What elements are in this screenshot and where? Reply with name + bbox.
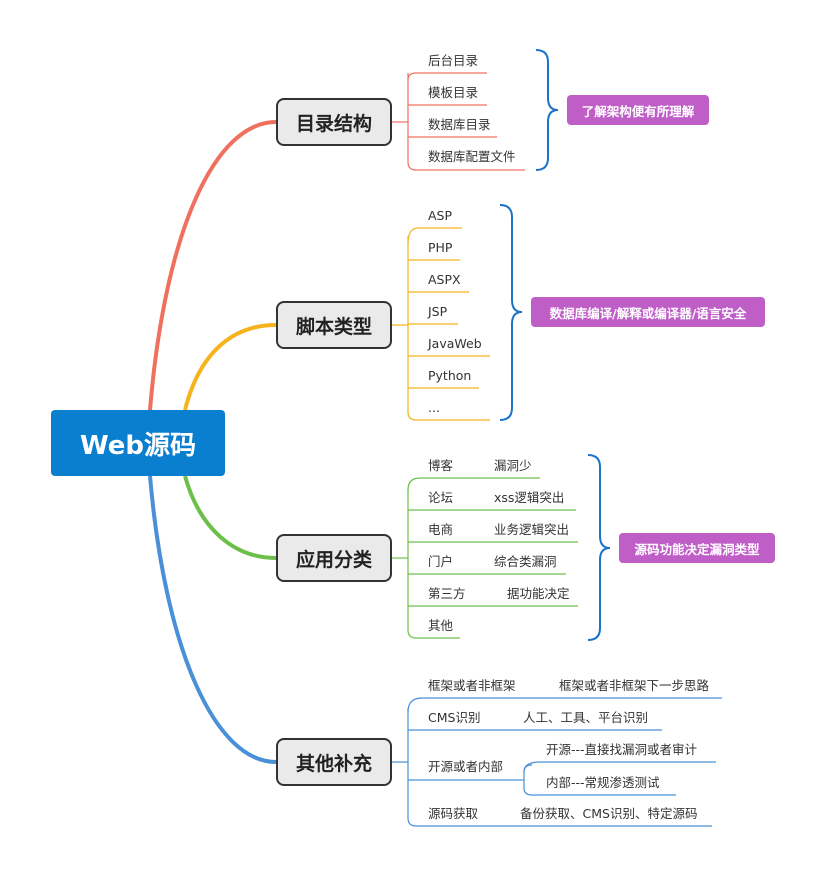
leaf-jsp[interactable]: JSP bbox=[428, 304, 448, 319]
root-node[interactable]: Web源码 bbox=[51, 410, 225, 476]
branch-app-lines bbox=[392, 477, 578, 639]
summary-braces bbox=[499, 49, 611, 641]
leaf-asp[interactable]: ASP bbox=[428, 208, 453, 223]
leaf-other-app[interactable]: 其他 bbox=[428, 618, 454, 633]
leaf-db-config-file[interactable]: 数据库配置文件 bbox=[428, 149, 516, 164]
leaf-internal-sub[interactable]: 内部---常规渗透测试 bbox=[546, 775, 660, 790]
leaf-javaweb[interactable]: JavaWeb bbox=[428, 336, 482, 351]
leaf-php[interactable]: PHP bbox=[428, 240, 453, 255]
summary-app[interactable]: 源码功能决定漏洞类型 bbox=[619, 533, 775, 563]
connector-root-to-dir bbox=[148, 120, 277, 411]
connector-root-to-app bbox=[183, 475, 277, 560]
leaf-cms-identify[interactable]: CMS识别 bbox=[428, 710, 481, 725]
leaf-blog-note[interactable]: 漏洞少 bbox=[494, 458, 532, 473]
node-other-supplement[interactable]: 其他补充 bbox=[276, 738, 392, 786]
connector-root-to-script bbox=[183, 323, 277, 411]
leaf-backend-dir[interactable]: 后台目录 bbox=[428, 53, 479, 68]
leaf-framework[interactable]: 框架或者非框架 bbox=[428, 678, 516, 693]
leaf-ecommerce[interactable]: 电商 bbox=[428, 522, 454, 537]
leaf-blog[interactable]: 博客 bbox=[428, 458, 454, 473]
leaf-portal[interactable]: 门户 bbox=[428, 554, 454, 569]
branch-script-lines bbox=[392, 227, 490, 421]
brace-script bbox=[499, 204, 523, 421]
summary-script[interactable]: 数据库编译/解释或编译器/语言安全 bbox=[531, 297, 765, 327]
leaf-portal-note[interactable]: 综合类漏洞 bbox=[494, 554, 557, 569]
leaf-source-acquire[interactable]: 源码获取 bbox=[428, 806, 479, 821]
leaf-template-dir[interactable]: 模板目录 bbox=[428, 85, 479, 100]
leaf-open-source-sub[interactable]: 开源---直接找漏洞或者审计 bbox=[546, 742, 698, 757]
leaf-ellipsis[interactable]: ... bbox=[428, 400, 440, 415]
leaf-forum[interactable]: 论坛 bbox=[428, 490, 454, 505]
leaf-third-party-note[interactable]: 据功能决定 bbox=[507, 586, 570, 601]
node-app-category[interactable]: 应用分类 bbox=[276, 534, 392, 582]
leaf-cms-identify-note[interactable]: 人工、工具、平台识别 bbox=[523, 710, 649, 725]
leaf-python[interactable]: Python bbox=[428, 368, 472, 383]
node-script-type[interactable]: 脚本类型 bbox=[276, 301, 392, 349]
leaf-third-party[interactable]: 第三方 bbox=[428, 586, 466, 601]
brace-app bbox=[587, 454, 611, 641]
node-directory-structure[interactable]: 目录结构 bbox=[276, 98, 392, 146]
brace-dir bbox=[535, 49, 559, 171]
branch-other-lines bbox=[392, 697, 722, 827]
leaf-source-acquire-note[interactable]: 备份获取、CMS识别、特定源码 bbox=[520, 806, 698, 821]
leaf-ecommerce-note[interactable]: 业务逻辑突出 bbox=[494, 522, 570, 537]
leaf-framework-note[interactable]: 框架或者非框架下一步思路 bbox=[559, 678, 710, 693]
summary-dir[interactable]: 了解架构便有所理解 bbox=[567, 95, 709, 125]
leaf-open-or-internal[interactable]: 开源或者内部 bbox=[428, 759, 504, 774]
leaf-aspx[interactable]: ASPX bbox=[428, 272, 461, 287]
leaf-forum-note[interactable]: xss逻辑突出 bbox=[494, 490, 565, 505]
leaf-database-dir[interactable]: 数据库目录 bbox=[428, 117, 491, 132]
connector-root-to-other bbox=[148, 475, 277, 764]
branch-dir-lines bbox=[392, 72, 525, 171]
